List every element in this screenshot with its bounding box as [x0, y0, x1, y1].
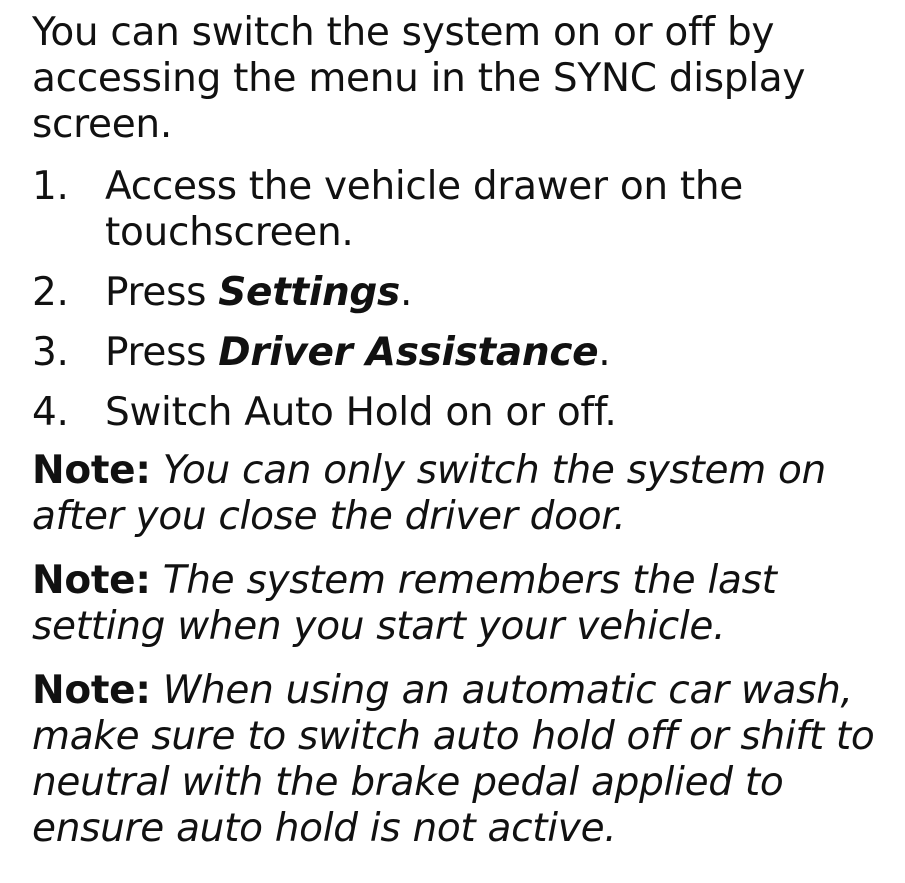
note-text: The system remembers the last setting wh… — [32, 558, 777, 649]
step-number: 3. — [32, 330, 69, 375]
note-text: When using an automatic car wash, make s… — [32, 668, 875, 851]
step-emphasis-driver-assistance: Driver Assistance — [218, 330, 599, 375]
step-item: 1. Access the vehicle drawer on the touc… — [32, 164, 885, 256]
note-paragraph: Note: You can only switch the system on … — [32, 448, 885, 540]
step-text: Access the vehicle drawer on the touchsc… — [105, 164, 743, 255]
step-number: 2. — [32, 270, 69, 315]
note-paragraph: Note: The system remembers the last sett… — [32, 558, 885, 650]
steps-list: 1. Access the vehicle drawer on the touc… — [32, 164, 885, 436]
notes-section: Note: You can only switch the system on … — [32, 448, 885, 852]
step-number: 1. — [32, 164, 69, 209]
step-text-end: . — [598, 330, 611, 375]
step-item: 2. Press Settings. — [32, 270, 885, 316]
step-text-end: . — [399, 270, 413, 315]
note-label: Note: — [32, 558, 151, 603]
intro-paragraph: You can switch the system on or off by a… — [32, 10, 806, 147]
note-text: You can only switch the system on after … — [32, 448, 826, 539]
step-item: 3. Press Driver Assistance. — [32, 330, 885, 376]
step-text: Press — [105, 330, 219, 375]
note-paragraph: Note: When using an automatic car wash, … — [32, 668, 885, 852]
step-number: 4. — [32, 390, 69, 435]
note-label: Note: — [32, 448, 151, 493]
step-item: 4. Switch Auto Hold on or off. — [32, 390, 885, 436]
step-text: Switch Auto Hold on or off. — [105, 390, 617, 435]
note-label: Note: — [32, 668, 151, 713]
step-text: Press — [105, 270, 219, 315]
step-emphasis-settings: Settings — [218, 270, 400, 315]
